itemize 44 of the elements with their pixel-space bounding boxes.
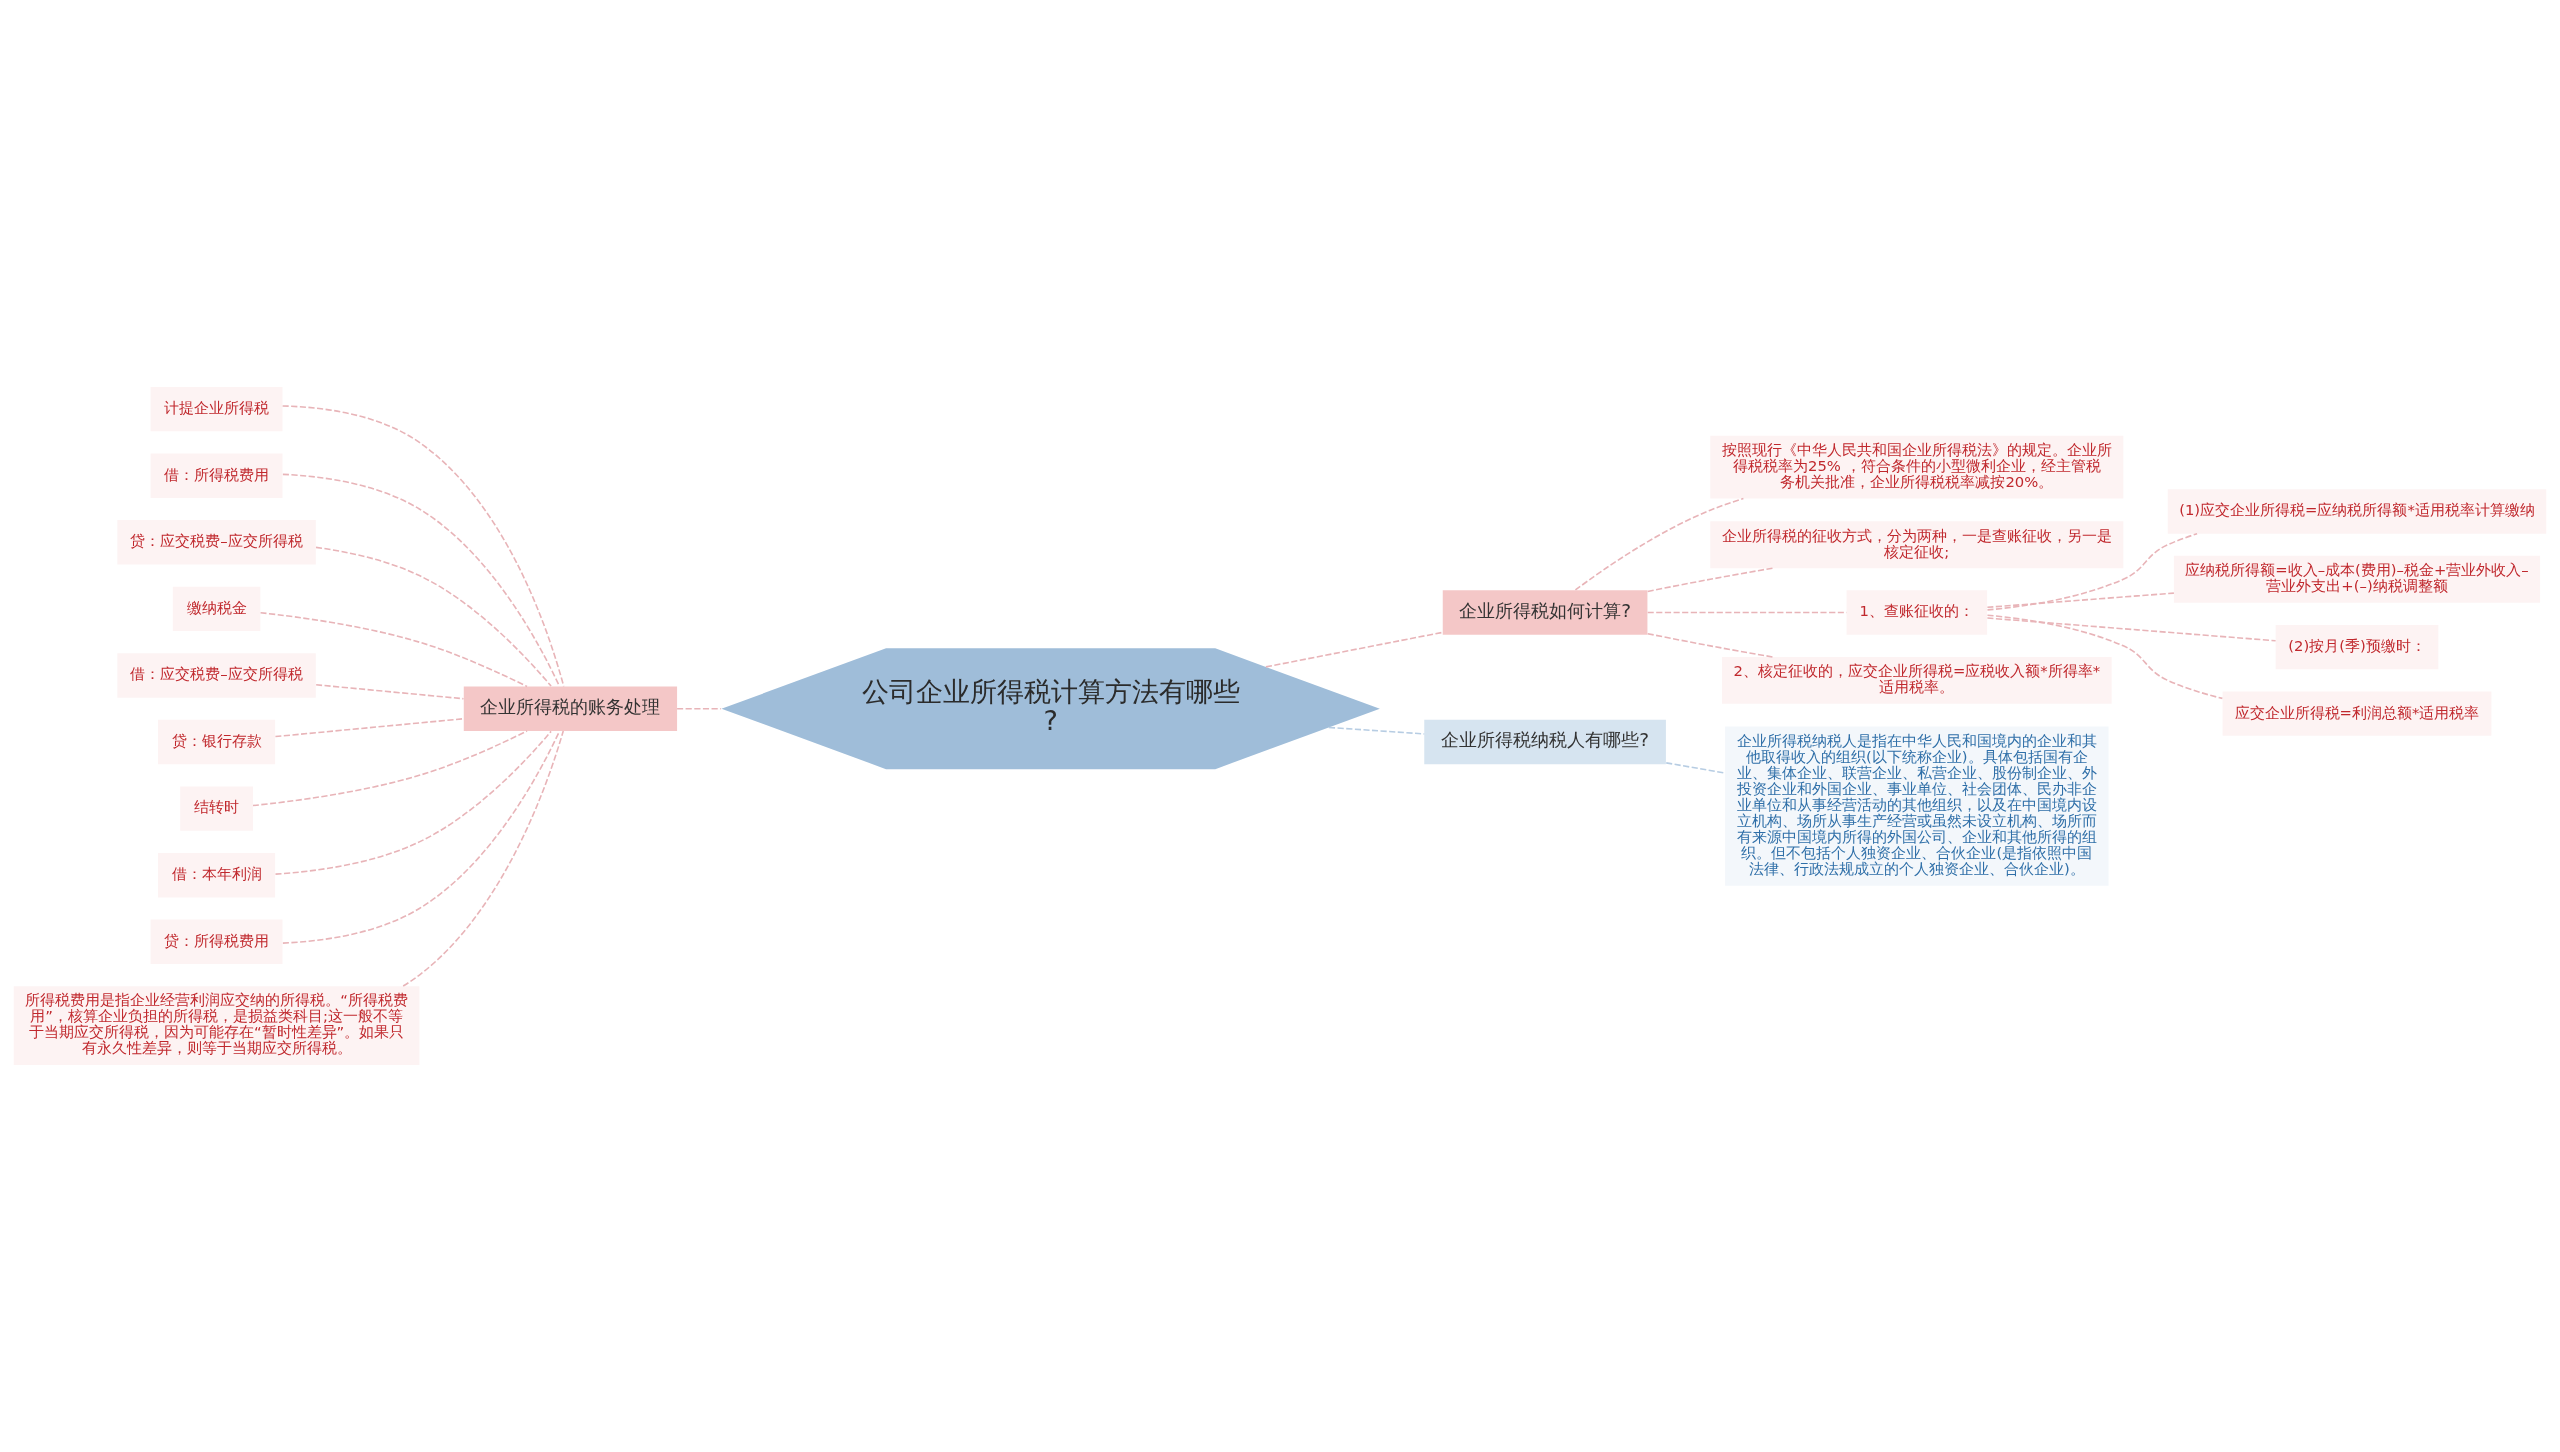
node-box: 贷：所得税费用 [150,919,283,964]
connector [676,707,722,710]
node-box: 贷：银行存款 [158,719,276,765]
node-box: (1)应交企业所得税=应纳税所得额*适用税率计算缴纳 [2167,489,2547,534]
node-box: 1、查账征收的： [1846,590,1988,635]
node-box: 贷：应交税费–应交所得税 [117,520,316,565]
node-box: 计提企业所得税 [150,386,283,432]
node-box: 借：所得税费用 [150,453,283,498]
node-box: 企业所得税的账务处理 [463,686,678,731]
connector [252,730,528,807]
connector [315,546,552,687]
connector [402,730,565,987]
node-box: 企业所得税的征收方式，分为两种，一是查账征收，另一是核定征收; [1710,521,2124,569]
node-box: 应纳税所得额=收入–成本(费用)–税金+营业外收入–营业外支出+(–)纳税调整额 [2173,555,2541,603]
node-box: 缴纳税金 [172,586,261,632]
connector [1328,726,1426,735]
connector [259,611,528,688]
connector [274,730,552,875]
connector [1646,632,1774,658]
connector [1265,631,1444,668]
node-box: 企业所得税纳税人是指在中华人民和国境内的企业和其他取得收入的组织(以下统称企业)。具体包括国有企业、集体企业、联营企业、私营企业、股份制企业、外投资企业和外国企业、事业单位、社会团体、民办非企业单位和从事经营活动的其他组织，以及在中国境内设立机构、场所从事生产经营或虽然未设立机构、场所而有来源中国境内所得的外国公司、企业和其他所得的组织。但不包括个人独资企业、合伙企业(是指依照中国法律、行政法规成立的个人独资企业、合伙企业)。 [1725,726,2109,886]
connector [1665,762,1726,774]
node-box: 所得税费用是指企业经营利润应交纳的所得税。“所得税费用”，核算企业负担的所得税，是损益类科目;这一般不等于当期应交所得税，因为可能存在“暂时性差异”。如果只有永久性差异，则等于当期应交所得税。 [13,986,420,1066]
node-box: 企业所得税纳税人有哪些? [1424,719,1666,765]
node-box: 借：本年利润 [158,853,276,898]
connector [1986,532,2198,611]
node-box: 2、核定征收的，应交企业所得税=应税收入额*所得率*适用税率。 [1722,656,2112,704]
connector [1986,592,2175,609]
connector [281,405,565,688]
connector [315,683,465,700]
node-box: 按照现行《中华人民共和国企业所得税法》的规定。企业所得税税率为25% ，符合条件的小型微利企业，经主管税务机关批准，企业所得税税率减按20%。 [1710,435,2124,499]
node-box: 借：应交税费–应交所得税 [117,653,316,698]
connector [274,717,465,738]
node-box: 应交企业所得税=利润总额*适用税率 [2222,691,2492,736]
connector [282,730,561,944]
connector [1646,567,1774,593]
connector [1986,617,2277,642]
connector [1986,614,2224,700]
connector [282,473,561,688]
node-box: 企业所得税如何计算? [1442,590,1648,635]
node-box: 结转时 [180,786,253,831]
node-box: (2)按月(季)预缴时： [2275,624,2439,670]
connector [1646,611,1848,614]
connector [1574,497,1745,591]
